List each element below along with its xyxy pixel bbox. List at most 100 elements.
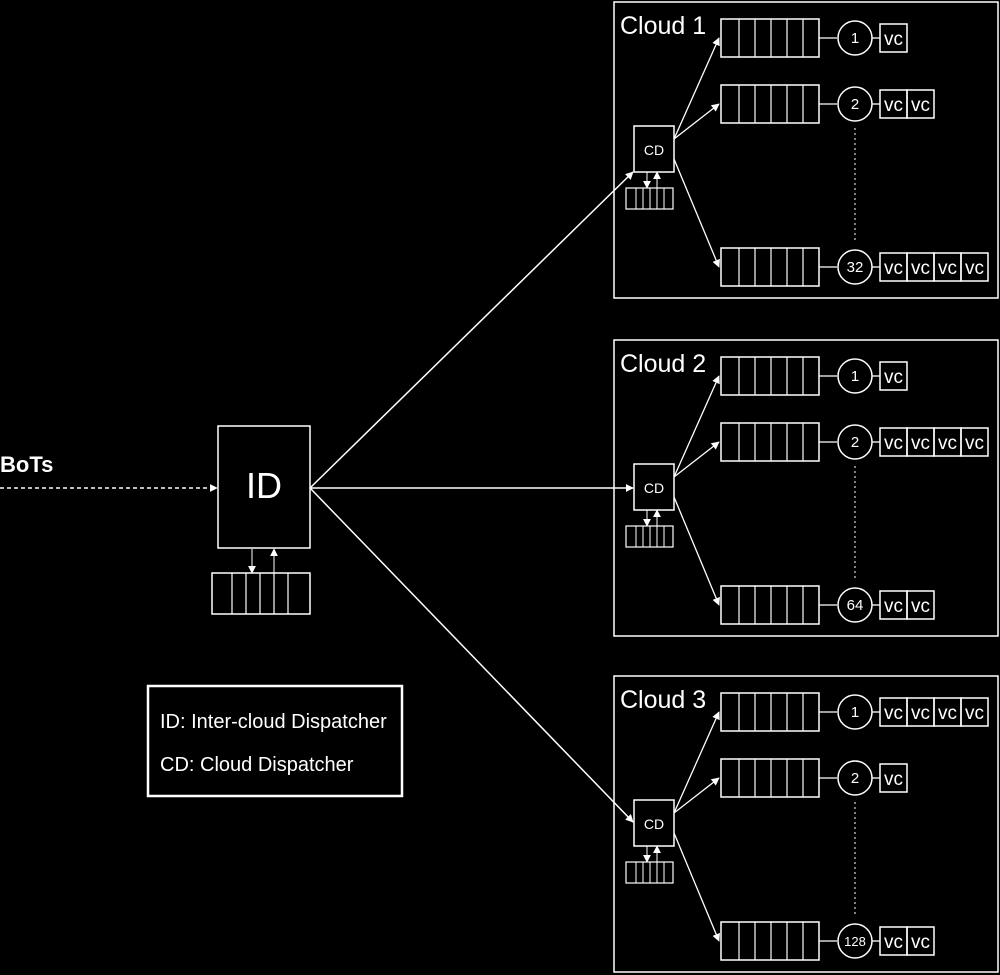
cd-to-queue-arrow [673,496,720,606]
server-row: 2 vc [673,758,908,814]
vc-label: vc [911,703,930,724]
cd-to-queue-arrow [673,777,720,814]
cloud-title: Cloud 1 [620,12,706,40]
vc-box: vc [933,427,962,457]
vc-box: vc [879,763,908,793]
vc-label: vc [965,258,984,279]
vc-label: vc [965,703,984,724]
cd-queue [625,187,674,210]
vc-box: vc [960,697,989,727]
vc-box: vc [906,252,935,282]
cloud-title: Cloud 2 [620,350,706,378]
server-queue [720,84,820,124]
cloud-title: Cloud 3 [620,686,706,714]
vc-box: vc [879,590,908,620]
vc-box: vc [933,252,962,282]
bots-label: BoTs [0,452,53,477]
cd-to-queue-arrow [673,441,720,478]
legend: ID: Inter-cloud Dispatcher CD: Cloud Dis… [146,684,404,798]
vc-box: vc [879,697,908,727]
cd-to-queue-arrow [673,711,720,814]
cd-queue [625,861,674,884]
vc-box: vc [879,89,908,119]
vc-box: vc [879,23,908,53]
vc-label: vc [884,367,903,388]
cd-to-queue-arrow [673,158,720,268]
vc-label: vc [884,95,903,116]
cd-label: CD [644,142,664,158]
cd-label: CD [644,816,664,832]
vc-label: vc [938,258,957,279]
cd-to-queue-arrow [673,375,720,478]
server-row: 1 vc [673,18,908,140]
id-dispatcher-label: ID [246,465,282,506]
vc-label: vc [938,703,957,724]
cd-queue [625,525,674,548]
cd-to-queue-arrow [673,103,720,140]
server-queue [720,692,820,732]
cd-to-queue-arrow [673,37,720,140]
server-queue [720,356,820,396]
cloud-border [613,675,999,973]
server-queue [720,921,820,961]
vc-label: vc [884,258,903,279]
server-id: 64 [847,597,864,614]
id-queue [211,572,311,615]
id-to-cloud3-arrow [309,487,634,823]
legend-cd-text: CD: Cloud Dispatcher [160,754,354,776]
vc-label: vc [911,596,930,617]
server-id: 32 [847,259,864,276]
vc-label: vc [911,95,930,116]
vc-box: vc [879,361,908,391]
server-queue [720,585,820,625]
vc-box: vc [960,252,989,282]
vc-box: vc [906,427,935,457]
vc-label: vc [911,258,930,279]
vc-label: vc [884,29,903,50]
vc-label: vc [884,703,903,724]
server-id: 1 [851,30,859,47]
vc-box: vc [933,697,962,727]
vc-label: vc [884,769,903,790]
server-queue [720,758,820,798]
cd-to-queue-arrow [673,832,720,942]
vc-box: vc [906,697,935,727]
vc-label: vc [938,433,957,454]
server-id: 128 [844,934,866,949]
server-id: 2 [851,96,859,113]
vc-box: vc [879,926,908,956]
vc-label: vc [884,433,903,454]
vc-label: vc [911,932,930,953]
vc-box: vc [906,590,935,620]
server-id: 2 [851,434,859,451]
id-to-cloud1-arrow [309,171,634,489]
cloud-border [613,1,999,299]
vc-box: vc [906,89,935,119]
server-queue [720,422,820,462]
vc-label: vc [884,596,903,617]
vc-label: vc [911,433,930,454]
vc-box: vc [879,252,908,282]
cloud-border [613,339,999,637]
vc-box: vc [960,427,989,457]
legend-id-text: ID: Inter-cloud Dispatcher [160,711,387,733]
cd-label: CD [644,480,664,496]
vc-label: vc [884,932,903,953]
vc-box: vc [906,926,935,956]
server-queue [720,18,820,58]
vc-label: vc [965,433,984,454]
server-queue [720,247,820,287]
server-id: 2 [851,770,859,787]
server-id: 1 [851,704,859,721]
